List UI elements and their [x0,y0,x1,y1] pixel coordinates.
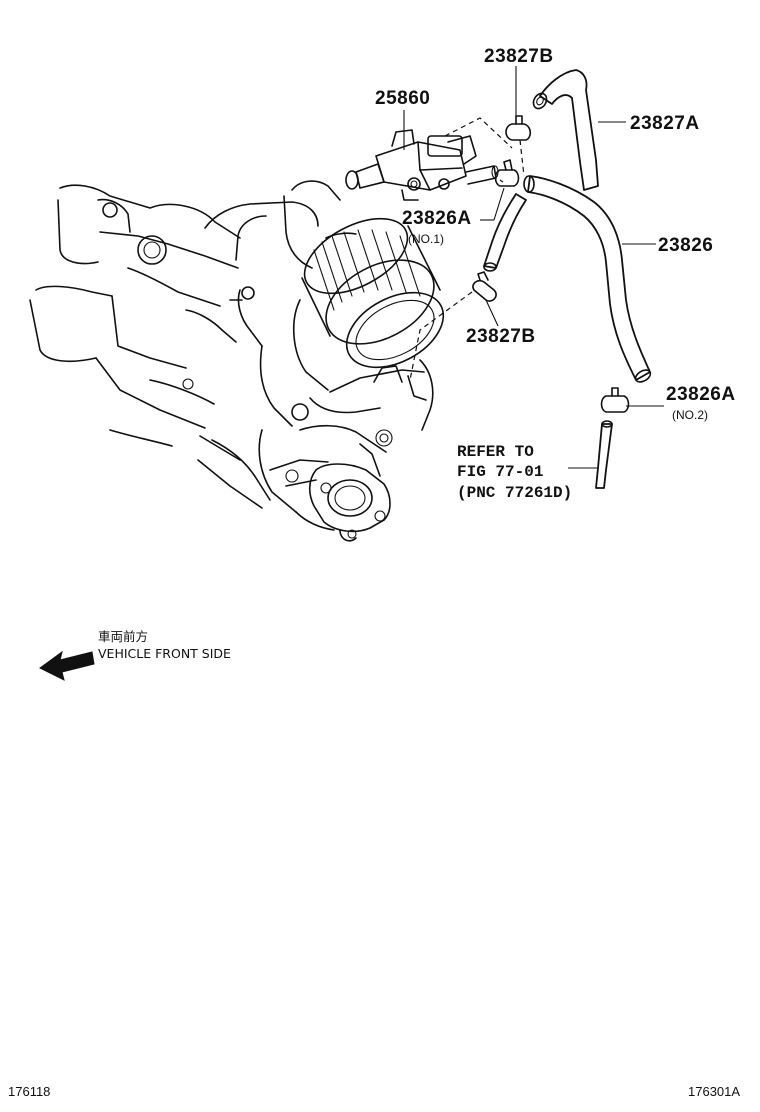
part-sub-no2: (NO.2) [672,408,708,422]
callout-leaders [403,66,664,469]
part-number-23827b-mid: 23827B [466,326,536,347]
footer-right-code: 176301A [688,1084,741,1099]
clip-23827b-top [505,115,532,141]
clip-23826a-no1 [494,159,520,187]
hose-23827a [532,69,599,191]
hose-23826 [483,175,652,383]
footer-left-code: 176118 [8,1084,51,1099]
part-sub-no1: (NO.1) [408,232,444,246]
part-number-23826: 23826 [658,235,714,256]
reference-line-3: (PNC 77261D) [457,484,573,502]
purge-vsv-25860 [345,129,499,201]
vehicle-front-jp-label: 車両前方 [98,629,149,644]
clip-23827b-mid [472,271,497,302]
part-number-23826a-no1: 23826A [402,208,472,229]
part-number-23827b-top: 23827B [484,46,554,67]
part-number-25860: 25860 [375,88,431,109]
clip-23826a-no2 [600,387,630,413]
part-number-23827a: 23827A [630,113,700,134]
assembly-dash-lines [409,117,525,381]
reference-line-2: FIG 77-01 [457,463,544,481]
vehicle-front-arrow-icon [39,650,95,681]
reference-line-1: REFER TO [457,443,534,461]
engine-assembly-drawing [29,180,445,542]
pipe-fig-77-01 [595,420,613,489]
part-number-23826a-no2: 23826A [666,384,736,405]
vehicle-front-en-label: VEHICLE FRONT SIDE [98,646,231,661]
